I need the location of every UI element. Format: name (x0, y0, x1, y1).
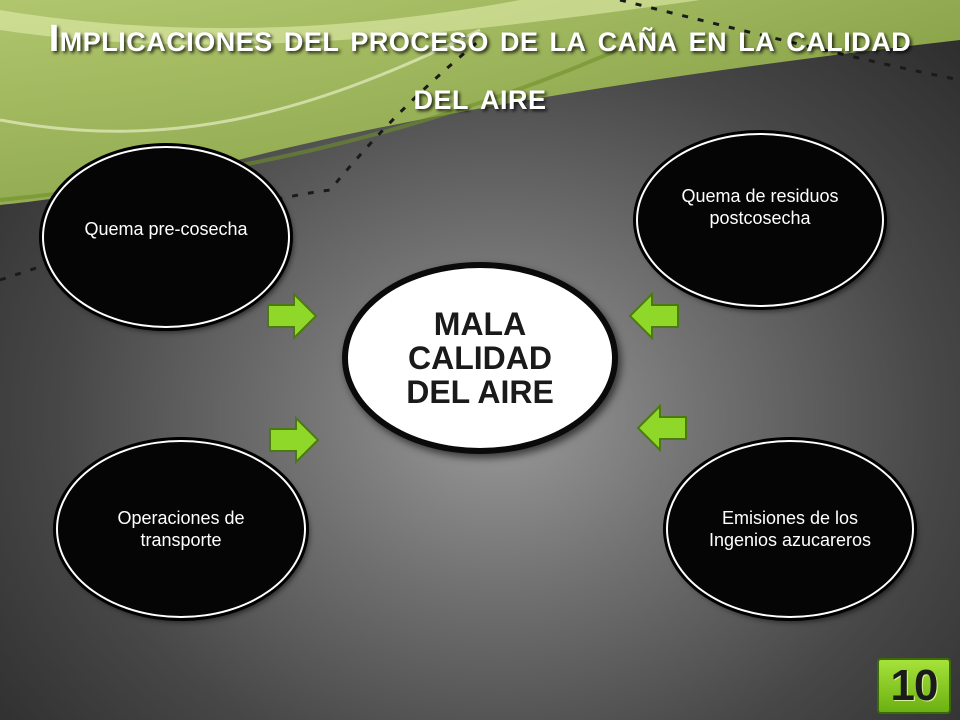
cause-bubble-post-harvest-residue-burning: Quema de residuos postcosecha (636, 133, 884, 307)
cause-bubble-transport-operations: Operaciones de transporte (56, 440, 306, 618)
arrow-left-icon (636, 404, 687, 452)
arrow-right-icon (267, 292, 318, 340)
arrow-left-icon (628, 292, 679, 340)
central-effect-node: MALA CALIDAD DEL AIRE (342, 262, 618, 454)
slide-number-badge: 10 (877, 658, 951, 714)
cause-bubble-pre-harvest-burning: Quema pre-cosecha (42, 146, 290, 328)
arrow-right-icon (269, 416, 320, 464)
slide-title: Implicaciones del proceso de la caña en … (48, 18, 912, 118)
cause-bubble-sugar-mill-emissions: Emisiones de los Ingenios azucareros (666, 440, 914, 618)
